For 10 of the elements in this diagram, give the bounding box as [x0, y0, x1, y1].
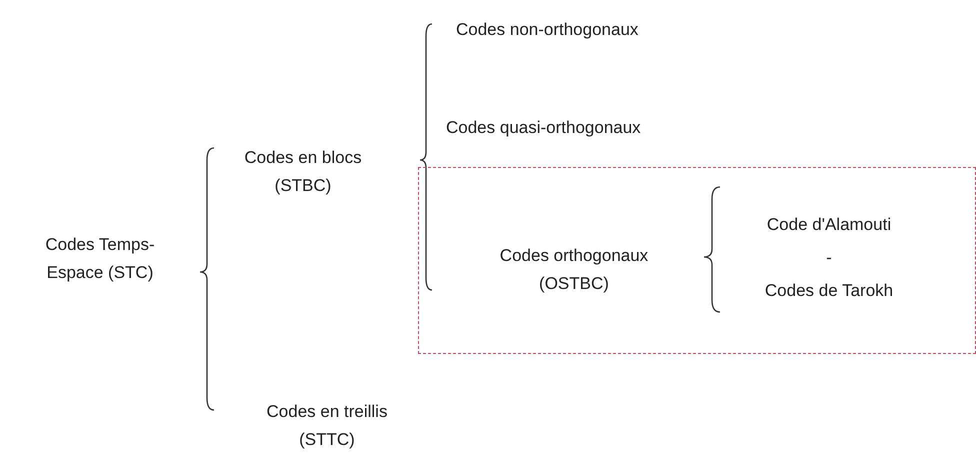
category-label: Codes Temps-Espace (STC) — [44, 234, 156, 284]
category-label: Code d'Alamouti — [766, 214, 892, 236]
category-label: Codes en blocs (STBC) — [243, 147, 363, 197]
category-label: Codes de Tarokh — [764, 280, 894, 302]
dashed-frame — [418, 167, 976, 354]
dash-separator: - — [825, 247, 833, 269]
category-label: Codes orthogonaux (OSTBC) — [498, 245, 650, 295]
category-label: Codes en treillis (STTC) — [266, 401, 388, 451]
category-label: Codes non-orthogonaux — [456, 19, 640, 41]
category-label: Codes quasi-orthogonaux — [446, 117, 642, 139]
